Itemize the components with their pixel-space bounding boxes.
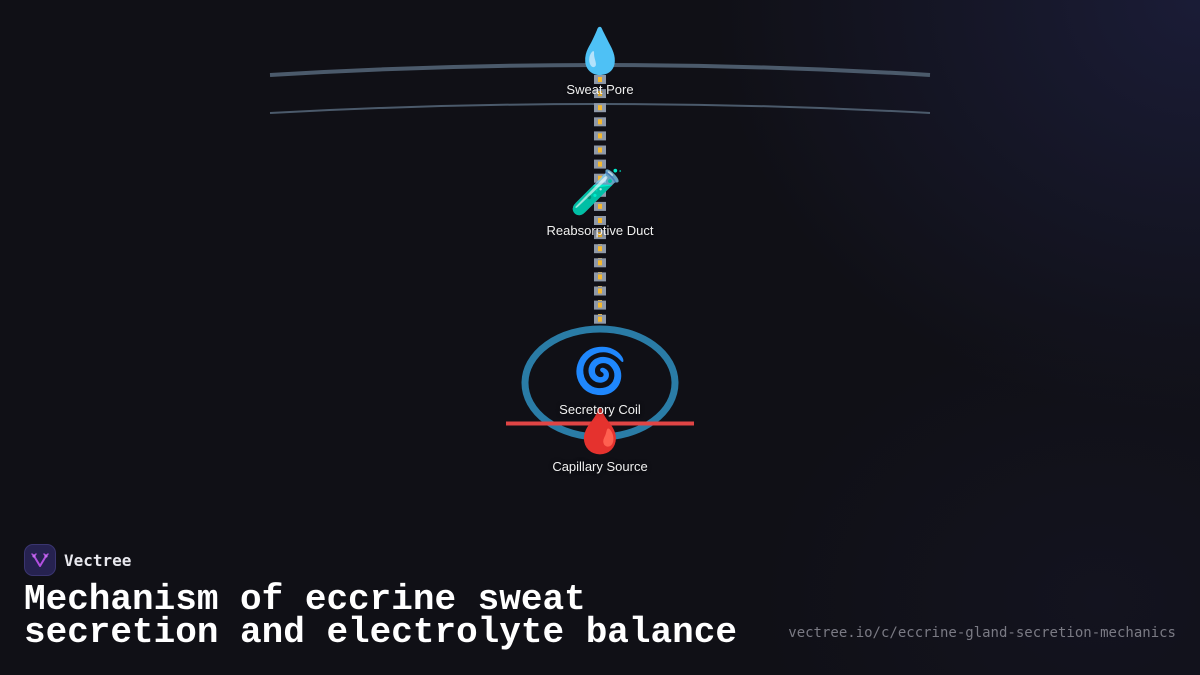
page-title: Mechanism of eccrine sweat secretion and… xyxy=(24,582,737,651)
node-label-reabsorptive-duct: Reabsorptive Duct xyxy=(546,223,654,238)
title-line-1: Mechanism of eccrine sweat xyxy=(24,579,586,620)
node-label-secretory-coil: Secretory Coil xyxy=(559,402,641,417)
skin-surface-line xyxy=(269,63,931,77)
node-label-sweat-pore: Sweat Pore xyxy=(566,82,634,97)
source-url: vectree.io/c/eccrine-gland-secretion-mec… xyxy=(788,625,1176,641)
vectree-logo-icon xyxy=(24,544,56,576)
cyclone-icon: 🌀 xyxy=(572,347,628,396)
secretory-coil-loop xyxy=(521,325,679,441)
duct-tube xyxy=(594,75,606,324)
brand-name: Vectree xyxy=(64,550,132,570)
brand: Vectree xyxy=(24,544,131,576)
test-tube-icon: 🧪 xyxy=(569,168,625,217)
droplet-icon: 💧 xyxy=(572,27,628,76)
node-label-capillary-source: Capillary Source xyxy=(552,459,648,474)
blood-drop-icon: 🩸 xyxy=(572,407,628,456)
title-line-2: secretion and electrolyte balance xyxy=(24,612,737,653)
